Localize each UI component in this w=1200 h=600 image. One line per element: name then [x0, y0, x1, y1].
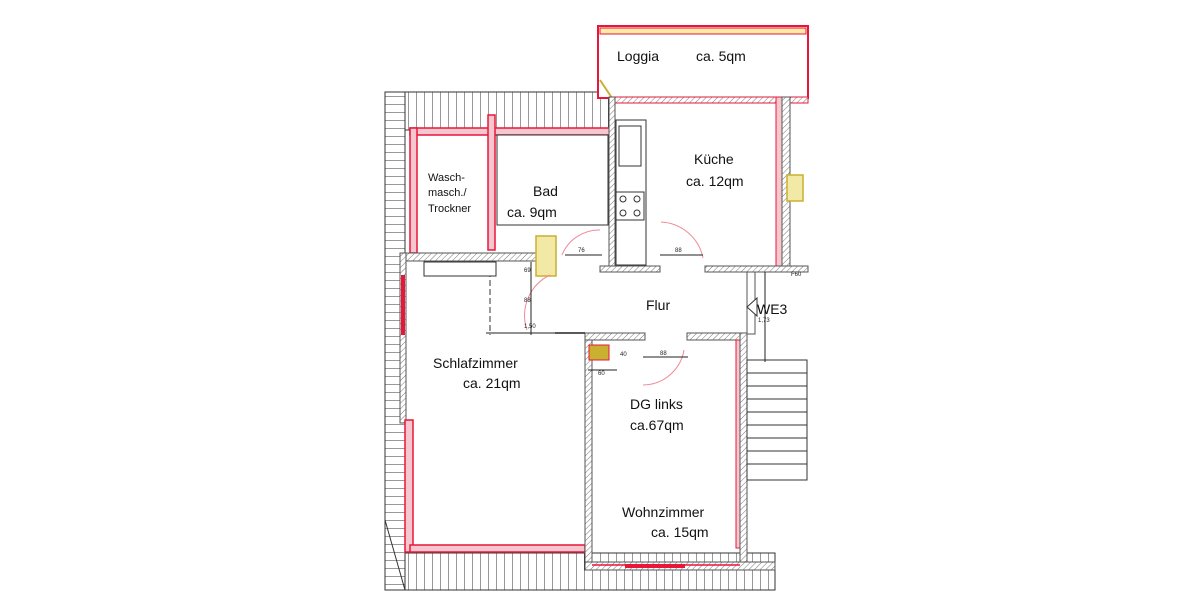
door-living: [642, 349, 685, 386]
dim-kitchen-door: 88: [675, 248, 682, 254]
wall-bed-bottom: [409, 544, 586, 553]
apartment-area: ca.67qm: [630, 417, 684, 433]
dimensions: 76 88 88 60 40 1,73 88 69 1,50: [524, 248, 770, 377]
wall-wasch-bad: [487, 114, 496, 251]
burner-icon: [633, 209, 641, 217]
dim-shaft-width: 60: [598, 371, 605, 377]
bad-name: Bad: [533, 183, 558, 199]
fire-rating-mark: F60: [791, 272, 802, 278]
loggia-outline: [597, 25, 809, 99]
wohnzimmer-area: ca. 15qm: [651, 524, 709, 540]
entrance-label: WE3: [757, 301, 788, 317]
kitchen-fixtures: [615, 119, 647, 266]
wall-living-top-left: [584, 332, 646, 341]
wall-living-right: [739, 332, 748, 569]
bad-area: ca. 9qm: [507, 204, 557, 220]
door-bad: [561, 229, 601, 256]
dim-bad-door: 76: [578, 248, 585, 254]
shafts: [535, 174, 804, 361]
shaft-living: [588, 344, 610, 361]
loggia-railing: [599, 27, 807, 35]
wasch-label-3: Trockner: [428, 203, 471, 215]
wall-kitchen-left: [608, 96, 616, 273]
loggia-name: Loggia: [617, 48, 659, 64]
walls: F60: [399, 96, 809, 571]
staircase: [746, 272, 808, 481]
wall-kitchen-right-inner: [775, 96, 783, 271]
wall-wasch-left: [409, 127, 418, 254]
window-living: [625, 564, 685, 568]
loggia-corner: [599, 79, 613, 99]
stove-icon: [615, 191, 645, 221]
doors: [524, 221, 758, 386]
dim-shaft-depth: 40: [620, 352, 627, 358]
kueche-name: Küche: [694, 151, 734, 167]
kueche-area: ca. 12qm: [686, 173, 744, 189]
burner-icon: [619, 195, 627, 203]
wall-bed-left-lower: [404, 419, 414, 553]
dim-bed-wall: 1,50: [524, 324, 536, 330]
loggia-area: ca. 5qm: [696, 48, 746, 64]
shaft-flur: [535, 235, 557, 277]
dim-bed-gap: 69: [524, 268, 531, 274]
flur-name: Flur: [646, 297, 670, 313]
wall-living-top-right: [686, 332, 748, 341]
bad-room: [496, 134, 609, 226]
dim-bed-door: 88: [524, 298, 531, 304]
dim-living-door: 88: [660, 351, 667, 357]
door-bed: [524, 274, 551, 331]
sink-icon: [618, 125, 642, 167]
roof-top: [384, 91, 613, 131]
burner-icon: [619, 209, 627, 217]
wall-flur-top-right: [704, 265, 809, 273]
dim-stair-landing: 1,73: [758, 318, 770, 324]
window-bed-left: [401, 275, 405, 335]
loggia: Loggia ca. 5qm: [597, 25, 809, 99]
wall-flur-top-left: [399, 252, 553, 262]
wasch-label-1: Wasch-: [428, 172, 465, 184]
burner-icon: [633, 195, 641, 203]
wall-top: [409, 127, 613, 136]
wasch-label-2: masch./: [428, 187, 467, 199]
schlafzimmer-area: ca. 21qm: [463, 375, 521, 391]
shaft-kitchen: [786, 174, 804, 202]
door-kitchen: [660, 221, 704, 259]
wohnzimmer-name: Wohnzimmer: [622, 504, 705, 520]
schlafzimmer-name: Schlafzimmer: [433, 355, 518, 371]
roof-edge: [384, 519, 406, 591]
apartment-name: DG links: [630, 396, 683, 412]
wall-bed-living: [584, 332, 593, 569]
room-labels: Wasch- masch./ Trockner Bad ca. 9qm Küch…: [428, 151, 788, 540]
built-in-cabinet: [423, 261, 497, 277]
wall-flur-top-mid: [599, 265, 661, 273]
entrance-arrow-icon: [746, 296, 758, 318]
wall-bed-left: [399, 252, 407, 424]
wall-living-right-inner: [735, 339, 741, 549]
stairs: [746, 359, 808, 481]
